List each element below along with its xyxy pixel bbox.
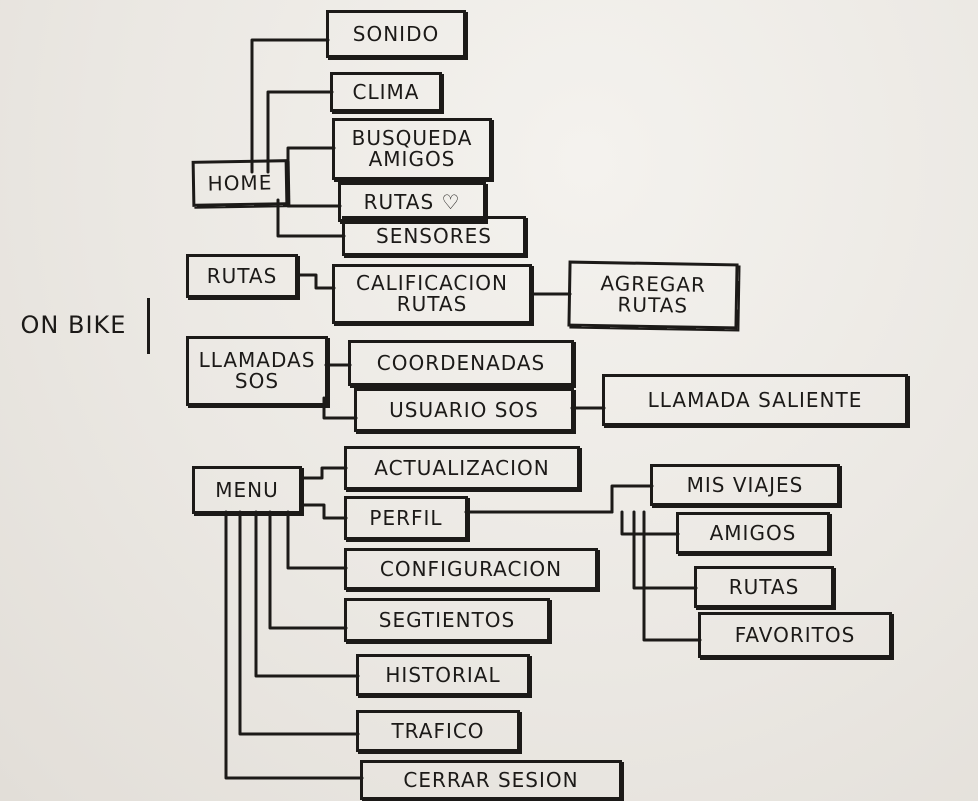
node-rutas-favoritas: RUTAS ♡ (338, 182, 486, 222)
node-historial: HISTORIAL (356, 654, 530, 696)
connector-home-sensores (276, 198, 346, 238)
node-trafico: TRAFICO (356, 710, 520, 752)
node-mis-viajes: MIS VIAJES (650, 464, 840, 506)
node-calificacion-rutas: CALIFICACION RUTAS (332, 264, 532, 324)
node-rutas: RUTAS (186, 254, 298, 298)
node-agregar-rutas: AGREGAR RUTAS (567, 260, 739, 330)
node-busqueda-amigos: BUSQUEDA AMIGOS (332, 118, 492, 180)
connector-menu-configuracion (286, 510, 348, 570)
node-on-bike: ON BIKE (0, 298, 150, 354)
node-favoritos: FAVORITOS (698, 612, 892, 658)
connector-perfil-misviajes (610, 484, 654, 514)
connector-menu-historial (254, 510, 360, 678)
node-amigos: AMIGOS (676, 512, 830, 554)
node-llamadas-sos: LLAMADAS SOS (186, 336, 328, 406)
node-sonido: SONIDO (326, 10, 466, 58)
connector-menu-seguimientos (268, 510, 348, 630)
node-coordenadas: COORDENADAS (348, 340, 574, 386)
connector-menu-perfil (300, 503, 348, 520)
node-cerrar-sesion: CERRAR SESION (360, 760, 622, 800)
connector-rutas-calificacion (296, 273, 336, 290)
node-seguimientos: SEGTIENTOS (344, 598, 550, 642)
connector-menu-actualizacion (300, 466, 348, 480)
connector-perfil-favoritos (642, 510, 702, 642)
connector-home-clima (266, 90, 334, 174)
node-perfil: PERFIL (344, 496, 468, 540)
connector-home-sonido (250, 38, 330, 174)
connector-sos-usuario (322, 396, 358, 420)
node-configuracion: CONFIGURACION (344, 548, 598, 590)
node-clima: CLIMA (330, 72, 442, 112)
connector-perfil-amigos (620, 510, 680, 536)
connector-home-busqueda (286, 146, 336, 185)
node-llamada-saliente: LLAMADA SALIENTE (602, 374, 908, 426)
connector-home-rutasfav (286, 181, 342, 208)
connector-menu-cerrar (224, 510, 364, 780)
connector-menu-trafico (238, 510, 360, 736)
node-menu: MENU (192, 466, 302, 514)
node-home: HOME (191, 159, 289, 207)
connector-perfil-rutas (632, 510, 698, 590)
node-perfil-rutas: RUTAS (694, 566, 834, 608)
node-usuario-sos: USUARIO SOS (354, 388, 574, 432)
node-actualizacion: ACTUALIZACION (344, 446, 580, 490)
node-sensores: SENSORES (342, 216, 526, 256)
